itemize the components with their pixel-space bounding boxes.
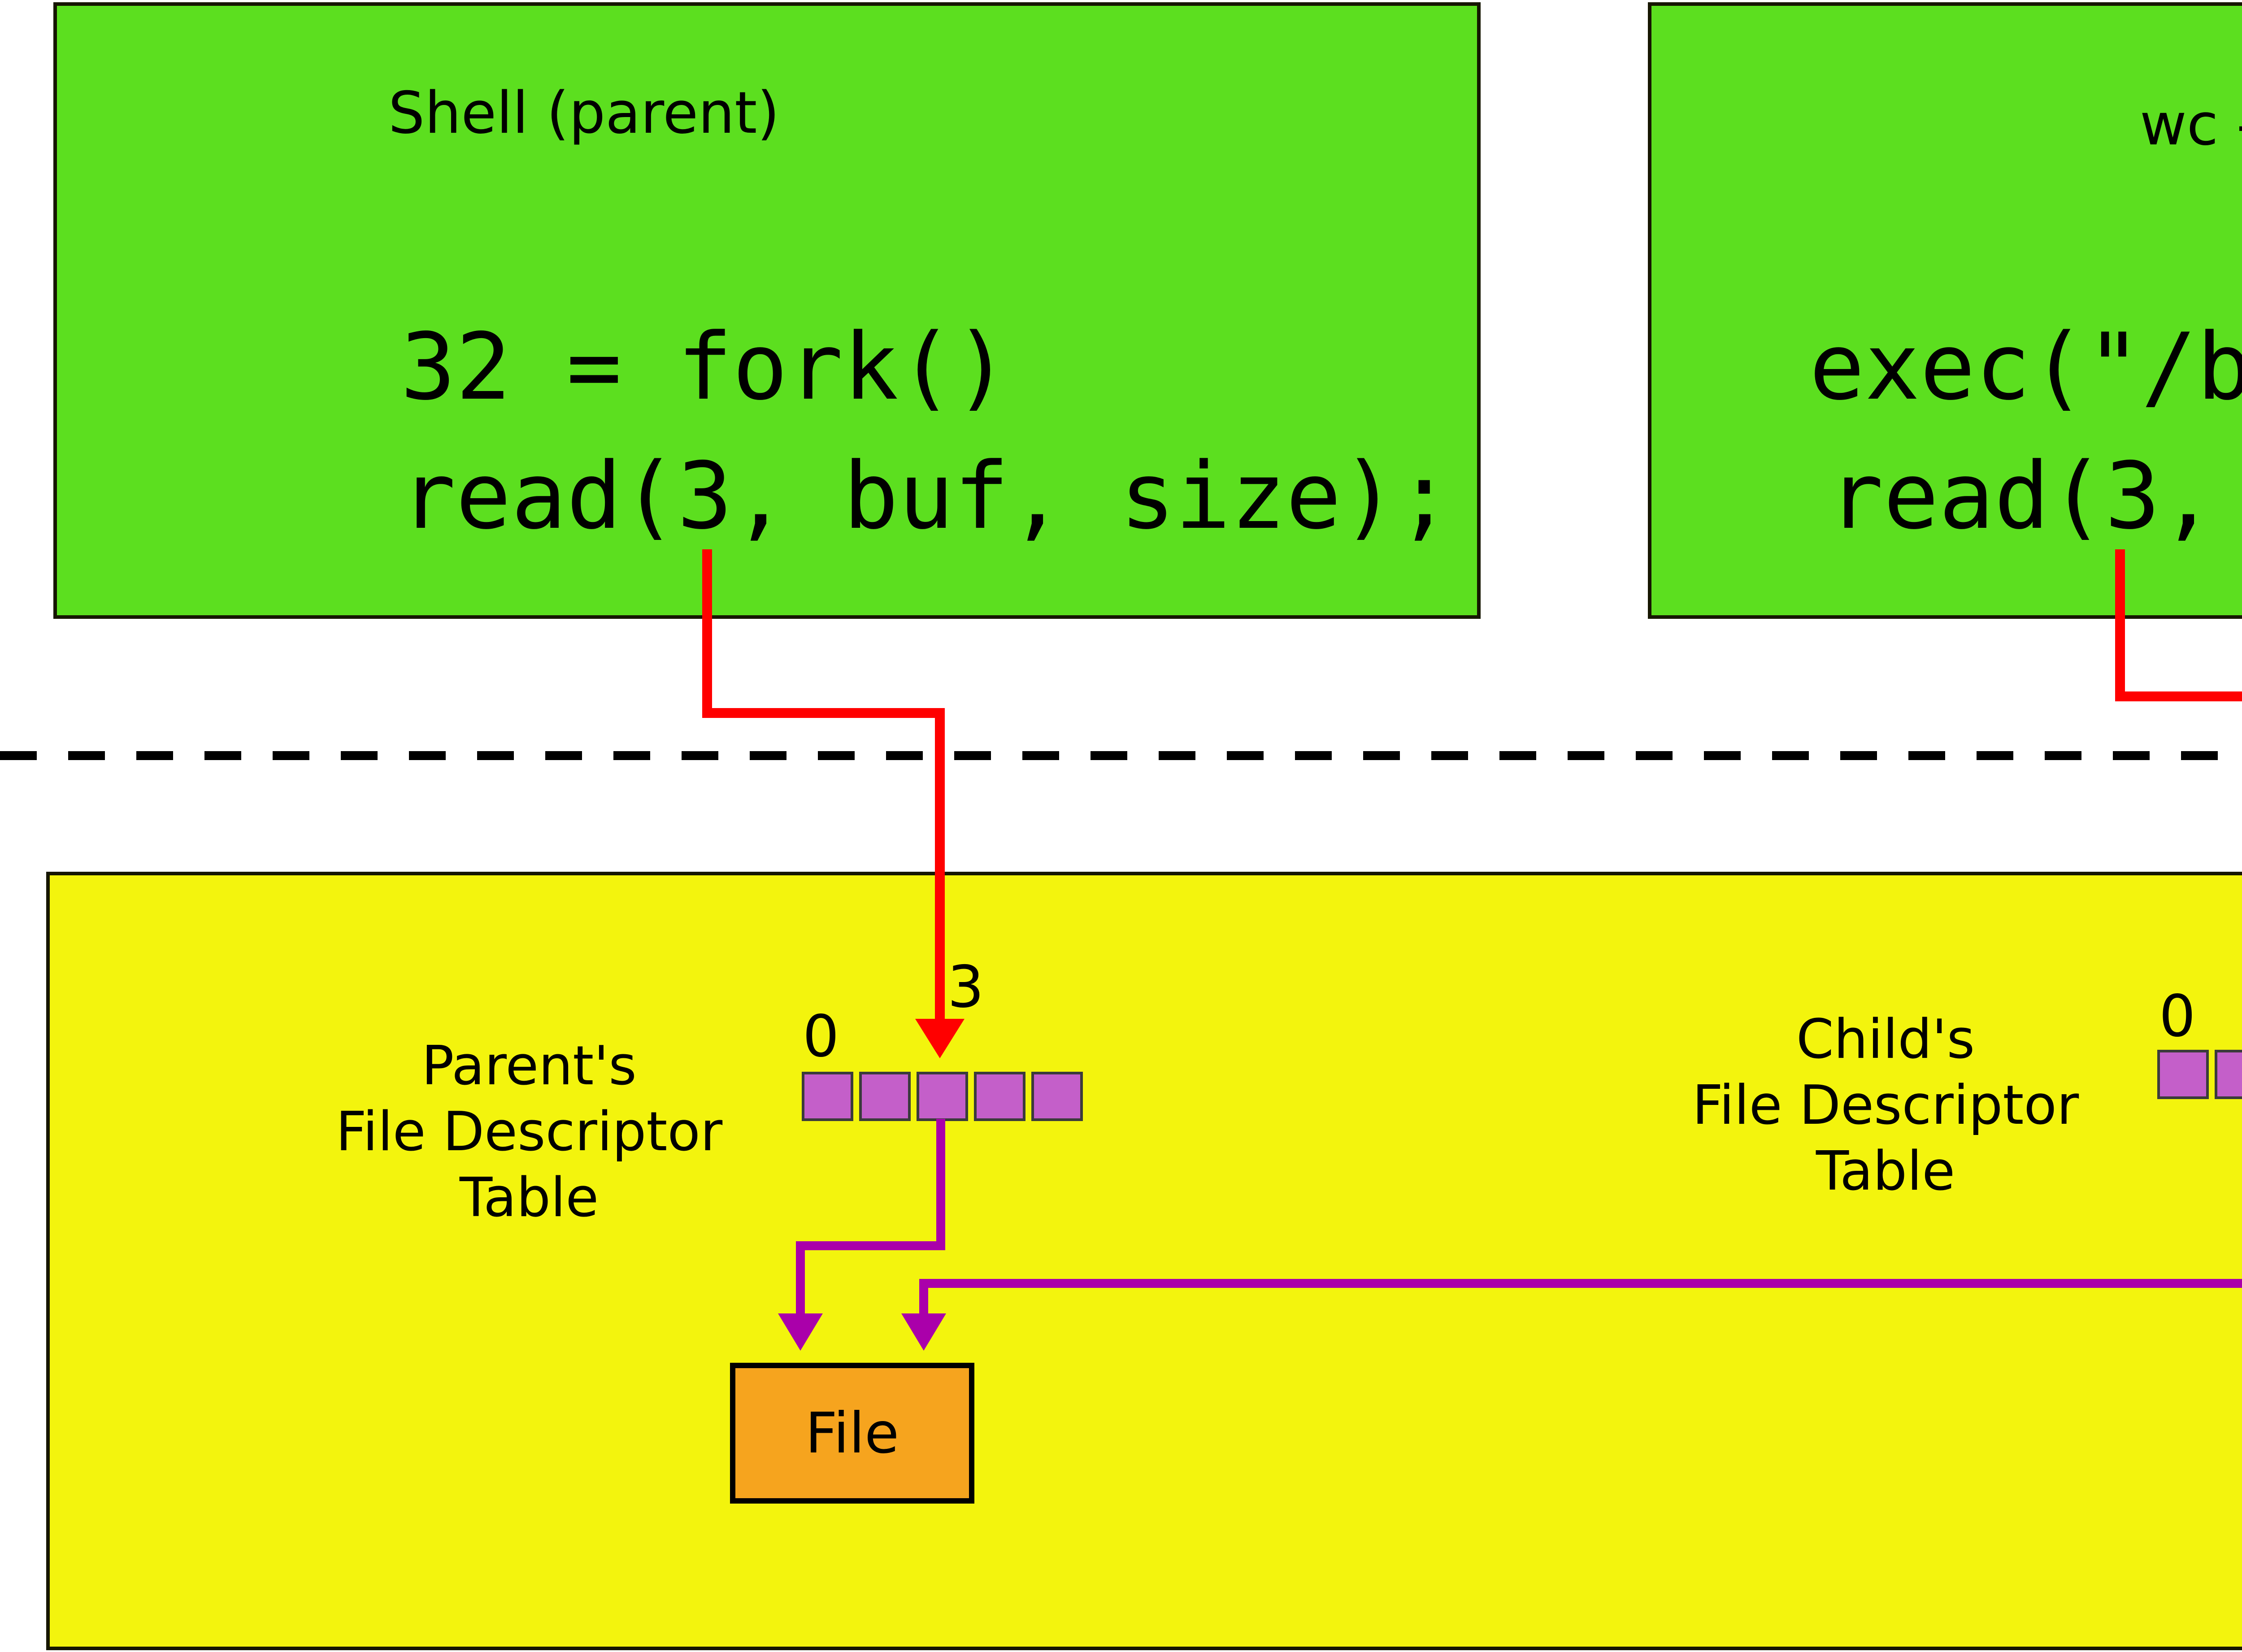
shell-code-line-fork: 32 = fork(): [400, 314, 1009, 421]
fd-cell: [859, 1072, 911, 1121]
shell-parent-process-box: Shell (parent) 32 = fork() read(3, buf, …: [53, 2, 1481, 619]
fd-cell: [917, 1072, 968, 1121]
fd-cell: [2215, 1050, 2242, 1099]
shell-process-title: Shell (parent): [388, 80, 780, 147]
parent-fd-index-0-label: 0: [803, 1003, 839, 1070]
shell-code-line-read: read(3, buf, size);: [400, 443, 1452, 550]
fd-cell: [1031, 1072, 1083, 1121]
fd-cell: [974, 1072, 1025, 1121]
child-fd-table-row: [2157, 1050, 2242, 1099]
file-box: File: [730, 1363, 974, 1504]
child-fd-index-0-label: 0: [2159, 983, 2196, 1050]
kernel-box: Kernel: [46, 872, 2242, 1650]
wc-child-process-box: wc -l exec("/bin/wc", argv) read(3, buf,…: [1648, 2, 2242, 619]
file-box-label: File: [805, 1400, 899, 1466]
parent-fd-table-row: [802, 1072, 1083, 1121]
fd-cell: [802, 1072, 853, 1121]
child-fd-table-label: Child's File Descriptor Table: [1692, 1009, 2079, 1203]
fd-cell: [2157, 1050, 2209, 1099]
wc-process-title: wc -l: [2140, 91, 2242, 158]
parent-fd-table-label: Parent's File Descriptor Table: [335, 1035, 723, 1229]
parent-fd-index-3-label: 3: [947, 954, 984, 1021]
wc-code-line-read: read(3, buf, size);: [1828, 443, 2216, 550]
wc-code-line-exec: exec("/bin/wc", argv): [1809, 314, 2242, 421]
